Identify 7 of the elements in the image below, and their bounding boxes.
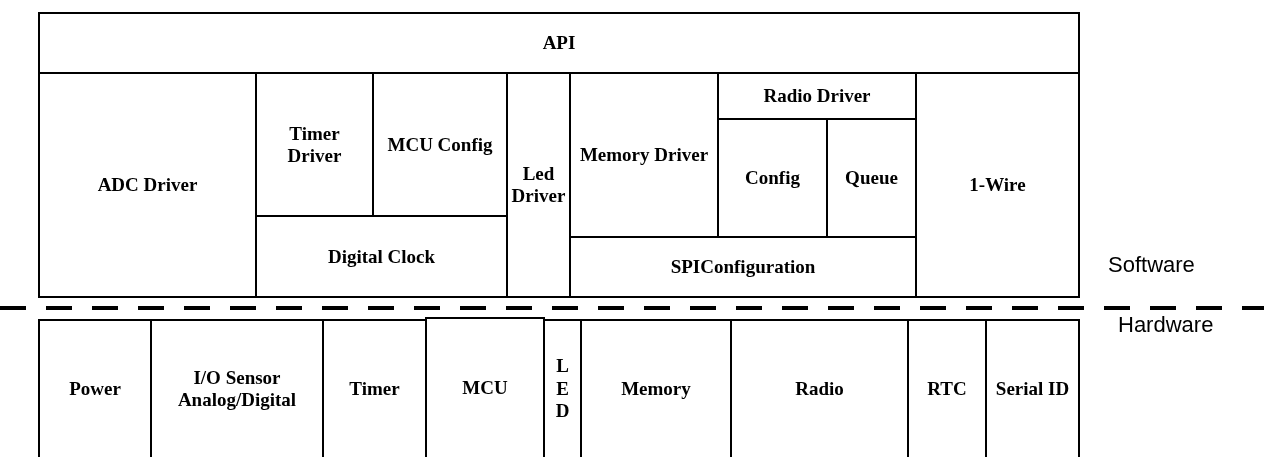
hardware-component-box: Serial ID <box>985 319 1080 457</box>
layer-label: Hardware <box>1118 312 1214 338</box>
hardware-component-box: Power <box>38 319 152 457</box>
layer-label: Software <box>1108 252 1195 278</box>
software-module-box: ADC Driver <box>38 72 257 298</box>
software-module-box: API <box>38 12 1080 74</box>
software-module-box: 1-Wire <box>915 72 1080 298</box>
